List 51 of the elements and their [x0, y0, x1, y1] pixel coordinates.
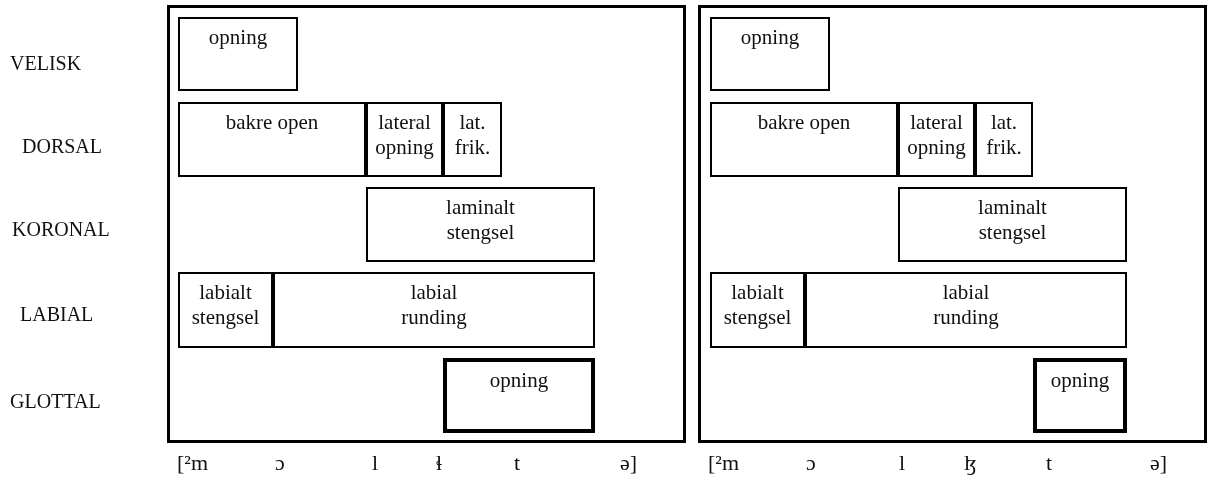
gesture-label: bakre open: [756, 110, 852, 135]
phonetic-symbol: ɬ: [436, 450, 443, 476]
gesture-label: opning: [1049, 368, 1111, 393]
tier-label: KORONAL: [12, 218, 110, 241]
phonetic-symbol: ɮ: [964, 450, 977, 476]
gesture-label: opning: [207, 25, 269, 50]
gesture-label: labial runding: [400, 280, 468, 330]
phonetic-symbol: [²m: [177, 450, 209, 476]
phonetic-symbol: ə]: [1150, 450, 1168, 476]
gesture-label: laminalt stengsel: [977, 195, 1048, 245]
phonetic-symbol: ə]: [620, 450, 638, 476]
gesture-box: [443, 102, 502, 177]
panel-frame: [167, 5, 686, 443]
gesture-box: [710, 17, 830, 91]
phonetic-symbol: ɔ: [275, 450, 285, 476]
phonetic-symbol: t: [1046, 450, 1053, 476]
gesture-label: labial runding: [932, 280, 1000, 330]
phonetic-symbol: ɔ: [806, 450, 816, 476]
gesture-label: lat. frik.: [985, 110, 1023, 160]
gesture-label: bakre open: [224, 110, 320, 135]
tier-label: LABIAL: [20, 303, 94, 326]
gesture-box: [178, 102, 366, 177]
gesture-box: [710, 102, 898, 177]
phonetic-symbol: [²m: [708, 450, 740, 476]
phonetic-symbol: t: [514, 450, 521, 476]
gesture-label: opning: [739, 25, 801, 50]
tier-label: VELISK: [10, 52, 82, 75]
gesture-box: [178, 272, 273, 348]
gesture-label: opning: [488, 368, 550, 393]
phonetic-symbol: l: [372, 450, 379, 476]
gesture-box: [1033, 358, 1127, 433]
tier-label: GLOTTAL: [10, 390, 101, 413]
gesture-label: lat. frik.: [453, 110, 492, 160]
gesture-box: [898, 102, 975, 177]
gesture-box: [366, 102, 443, 177]
gesture-label: lateral opning: [906, 110, 967, 160]
phonetic-symbol: l: [899, 450, 906, 476]
gesture-label: lateral opning: [374, 110, 435, 160]
gesture-box: [898, 187, 1127, 262]
gesture-label: laminalt stengsel: [445, 195, 516, 245]
gesture-box: [273, 272, 595, 348]
gesture-box: [975, 102, 1033, 177]
gesture-box: [366, 187, 595, 262]
gesture-box: [710, 272, 805, 348]
gesture-box: [443, 358, 595, 433]
tier-label: DORSAL: [22, 135, 102, 158]
gesture-label: labialt stengsel: [190, 280, 261, 330]
gesture-label: labialt stengsel: [722, 280, 793, 330]
gesture-box: [178, 17, 298, 91]
panel-frame: [698, 5, 1207, 443]
gesture-box: [805, 272, 1127, 348]
